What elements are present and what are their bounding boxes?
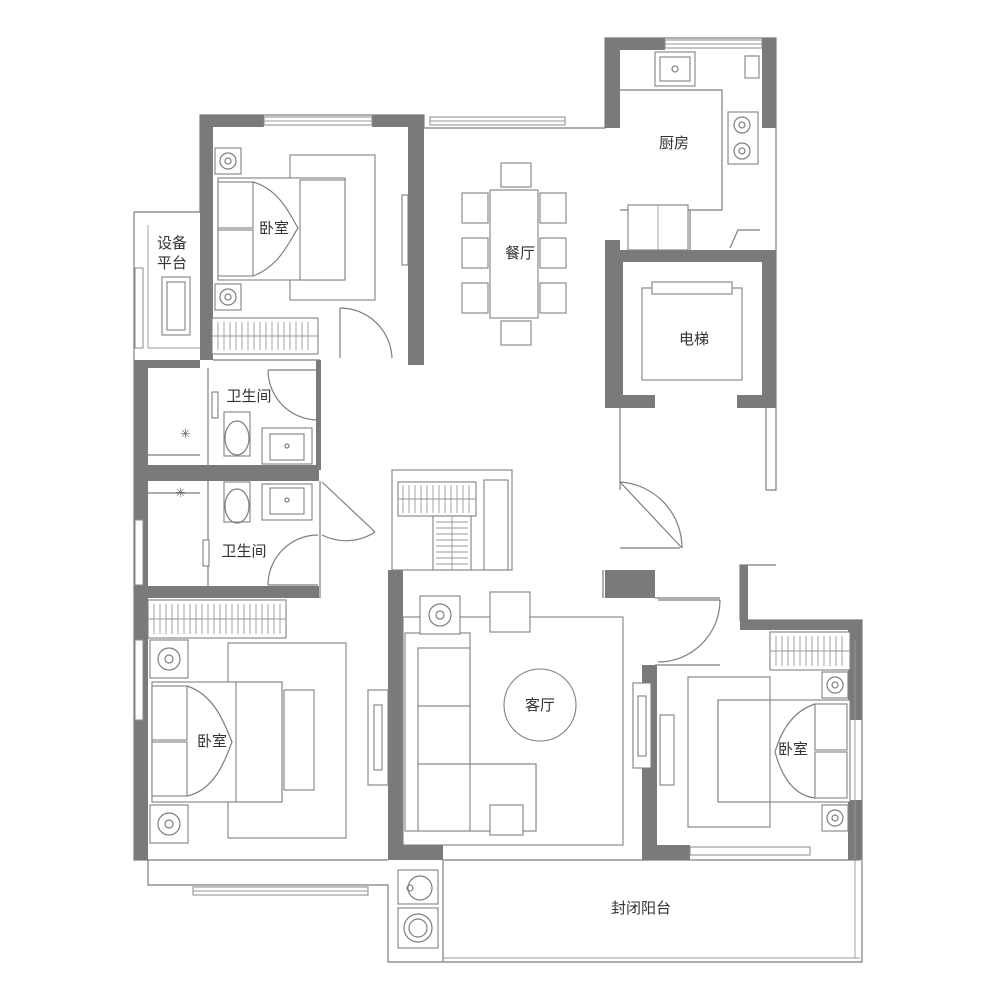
elevator-label: 电梯	[678, 330, 710, 348]
bedroom-left-label: 卧室	[196, 732, 228, 750]
windows	[134, 39, 860, 959]
bathroom-fixtures: ✳ ✳	[175, 391, 313, 567]
bedroom-top-label: 卧室	[258, 219, 290, 237]
walls	[134, 38, 862, 860]
balcony-fixtures	[397, 869, 439, 949]
svg-text:✳: ✳	[180, 427, 191, 442]
doors	[267, 307, 721, 663]
living-label: 客厅	[524, 696, 556, 714]
equipment-platform-label-2: 平台	[156, 254, 188, 272]
dining-label: 餐厅	[504, 244, 536, 262]
bedroom-top-furniture	[211, 147, 409, 355]
bedroom-right-label: 卧室	[777, 740, 809, 758]
bedroom-right-furniture	[659, 631, 851, 832]
bathroom-top-label: 卫生间	[226, 387, 272, 405]
elevator-shaft	[641, 281, 743, 381]
middle-closet	[397, 481, 477, 571]
kitchen-furniture	[620, 51, 760, 251]
living-furniture	[367, 591, 652, 846]
svg-text:✳: ✳	[175, 486, 186, 501]
equipment-platform	[161, 276, 191, 336]
dining-furniture	[461, 162, 567, 346]
balcony-label: 封闭阳台	[610, 899, 672, 917]
equipment-platform-label-1: 设备	[156, 234, 188, 252]
bedroom-left-furniture	[147, 599, 347, 844]
bathroom-bottom-label: 卫生间	[221, 542, 267, 560]
kitchen-label: 厨房	[658, 134, 690, 152]
